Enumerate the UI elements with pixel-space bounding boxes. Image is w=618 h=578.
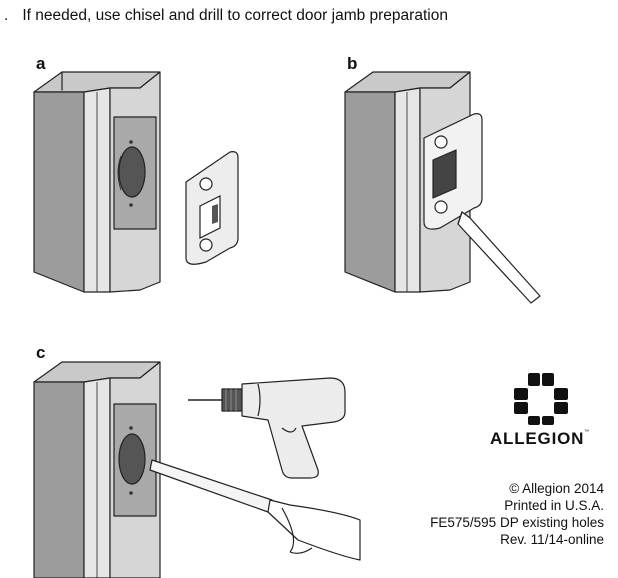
- strike-plate-a: [185, 151, 239, 265]
- step-number: .: [4, 7, 9, 24]
- footer-info: © Allegion 2014 Printed in U.S.A. FE575/…: [430, 480, 604, 548]
- chisel-illustration: [149, 459, 361, 561]
- pencil-marking-b: [457, 211, 541, 304]
- copyright-line: © Allegion 2014: [509, 481, 604, 496]
- allegion-logo-icon: [514, 373, 568, 425]
- drill-illustration: [188, 377, 346, 479]
- panel-label-b: b: [347, 54, 358, 73]
- trademark-symbol: ™: [584, 429, 591, 435]
- jamb-illustration-a: [33, 71, 161, 293]
- allegion-wordmark: ALLEGION™: [474, 429, 606, 449]
- step-text: If needed, use chisel and drill to corre…: [22, 7, 448, 24]
- document-number: FE575/595 DP existing holes: [430, 515, 604, 530]
- panel-label-c: c: [36, 343, 46, 362]
- printed-line: Printed in U.S.A.: [504, 498, 604, 513]
- panel-label-a: a: [36, 54, 46, 73]
- revision-line: Rev. 11/14-online: [500, 532, 604, 547]
- wordmark-text: ALLEGION: [489, 429, 585, 448]
- jamb-illustration-b: [344, 71, 483, 293]
- jamb-illustration-c: [33, 361, 161, 578]
- instruction-step: . If needed, use chisel and drill to corr…: [4, 7, 618, 25]
